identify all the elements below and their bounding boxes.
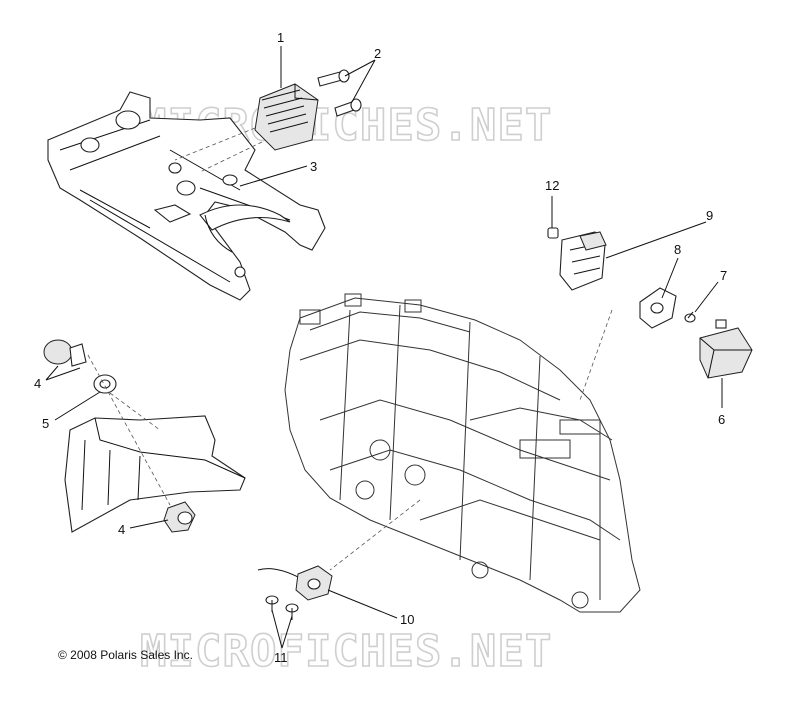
- screw-pair-part: [265, 595, 299, 620]
- leader-lines: [45, 46, 723, 649]
- bracket-part: [47, 91, 326, 301]
- headlight-housing-part: [64, 415, 246, 533]
- callout-4-bottom: 4: [118, 522, 125, 537]
- relay-bracket-part: [559, 231, 607, 291]
- switch-part: [257, 565, 333, 601]
- callout-7: 7: [720, 268, 727, 283]
- watermark-bottom: MICROFICHES.NET: [140, 626, 552, 677]
- callout-12: 12: [545, 178, 559, 193]
- voltage-regulator-part: [254, 83, 319, 151]
- assembly-lines: [87, 127, 613, 571]
- grommet-part: [93, 374, 117, 394]
- copyright-text: © 2008 Polaris Sales Inc.: [58, 648, 193, 662]
- connector-part: [547, 227, 559, 239]
- light-bulb-part: [43, 339, 87, 367]
- callout-11: 11: [274, 650, 288, 665]
- callout-8: 8: [674, 242, 681, 257]
- callout-10: 10: [400, 612, 414, 627]
- callout-numbers: 1 2 3 12 9 8 7 6 4 5 4 10 11: [34, 30, 727, 665]
- gasket-part: [639, 287, 677, 329]
- callout-9: 9: [706, 208, 713, 223]
- module-part: [699, 319, 753, 379]
- light-bulb-lower-part: [163, 501, 196, 533]
- frame-part: [284, 293, 641, 613]
- callout-6: 6: [718, 412, 725, 427]
- screw-part: [684, 311, 696, 323]
- callout-2: 2: [374, 46, 381, 61]
- callout-3: 3: [310, 159, 317, 174]
- callout-1: 1: [277, 30, 284, 45]
- callout-4-top: 4: [34, 376, 41, 391]
- callout-5: 5: [42, 416, 49, 431]
- bolt-parts: [317, 69, 362, 117]
